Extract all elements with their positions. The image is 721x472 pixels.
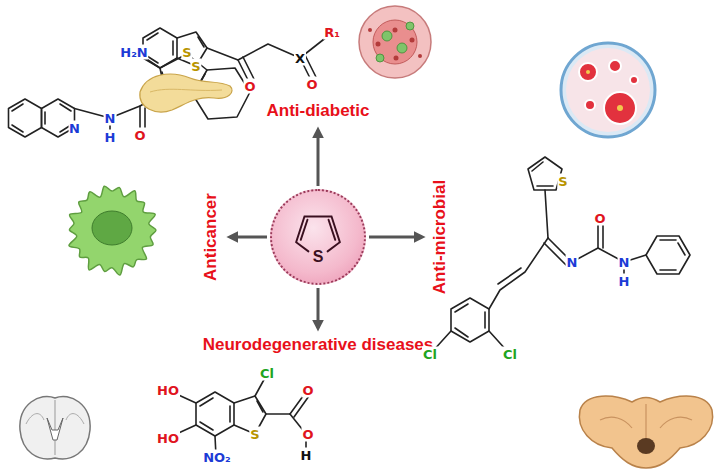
atom-label: O: [133, 128, 146, 143]
atom-label: H₂N: [119, 45, 148, 60]
atom-label: N: [618, 255, 631, 270]
atom-label: O: [301, 383, 314, 398]
atom-label: Cl: [502, 347, 518, 362]
atom-label: HO: [156, 431, 180, 446]
arrow-connector: [317, 288, 320, 328]
atom-label: S: [557, 174, 568, 189]
category-label: Neurodegenerative diseases: [199, 334, 438, 358]
atom-label: S: [190, 59, 201, 74]
atom-label: N: [104, 111, 117, 126]
atom-label: O: [593, 211, 606, 226]
category-text: Anti-diabetic: [263, 100, 374, 122]
atom-label: H: [618, 274, 631, 289]
atom-label: S: [181, 45, 192, 60]
atom-label: NO₂: [202, 450, 232, 465]
category-label: Anti-microbial: [428, 176, 452, 299]
atom-label: R₁: [323, 25, 341, 40]
thiophene-circle: S: [270, 189, 366, 285]
atom-label: S: [313, 249, 324, 265]
atom-label: X: [294, 51, 306, 66]
atom-label: H: [104, 130, 117, 145]
atom-label: O: [305, 77, 318, 92]
atom-label: HO: [156, 383, 180, 398]
atom-label: Cl: [259, 366, 275, 381]
atom-label: O: [243, 79, 256, 94]
atom-label: N: [566, 255, 579, 270]
arrow-connector: [369, 236, 422, 239]
category-label: Anticancer: [200, 189, 224, 285]
category-text: Anticancer: [200, 189, 222, 285]
atom-label: Cl: [422, 347, 438, 362]
atom-label: H: [300, 448, 313, 463]
arrow-connector: [230, 236, 267, 239]
atom-label: O: [301, 427, 314, 442]
atom-label: N: [68, 121, 81, 136]
category-label: Anti-diabetic: [263, 100, 374, 124]
category-text: Anti-microbial: [428, 176, 450, 299]
arrow-connector: [317, 130, 320, 186]
category-text: Neurodegenerative diseases: [199, 334, 438, 356]
thiophene-ring: [272, 191, 364, 283]
atom-label: S: [249, 427, 260, 442]
